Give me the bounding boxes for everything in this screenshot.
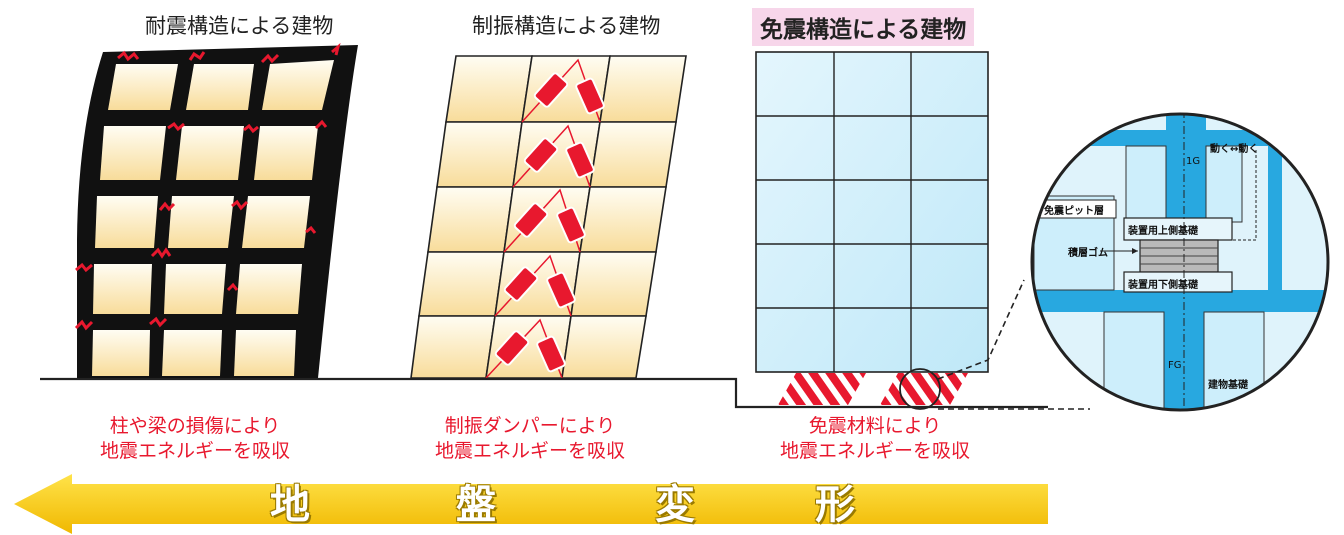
ground-deformation-arrow	[14, 474, 1048, 534]
title-damped-structure: 制振構造による建物	[472, 14, 661, 38]
lower-foundation-label: 装置用下側基礎	[1128, 280, 1198, 291]
caption-isolated-line2: 地震エネルギーを吸収	[779, 440, 970, 462]
fg-label: FG	[1168, 360, 1182, 371]
title-isolated-structure: 免震構造による建物	[752, 8, 975, 46]
caption-damped-line2: 地震エネルギーを吸収	[434, 440, 625, 462]
damped-building	[410, 55, 687, 379]
caption-isolated: 免震材料により 地震エネルギーを吸収	[740, 414, 1010, 464]
lower-foundation	[1123, 271, 1233, 293]
caption-damped-line1: 制振ダンパーにより	[444, 415, 616, 437]
caption-damped: 制振ダンパーにより 地震エネルギーを吸収	[395, 414, 665, 464]
caption-rigid: 柱や梁の損傷により 地震エネルギーを吸収	[60, 414, 330, 464]
rubber-label: 積層ゴム	[1068, 248, 1108, 259]
arrow-text-1: 地	[270, 482, 310, 528]
floor-1g-label: 1G	[1186, 156, 1201, 167]
arrow-text-2: 盤	[456, 482, 496, 528]
caption-rigid-line2: 地震エネルギーを吸収	[99, 440, 290, 462]
isolation-bearing-right	[880, 373, 968, 405]
caption-rigid-line1: 柱や梁の損傷により	[109, 415, 281, 437]
dampers	[494, 72, 605, 373]
isolation-bearing-left	[778, 373, 866, 405]
rigid-cells	[92, 60, 334, 376]
rigid-building	[74, 42, 358, 378]
upper-foundation-label: 装置用上側基礎	[1128, 226, 1198, 237]
arrow-text-3: 変	[655, 482, 695, 528]
damage-marks	[74, 42, 341, 331]
isolated-building	[755, 51, 1090, 410]
pit-layer-label: 免震ピット層	[1044, 206, 1104, 217]
detail-connector	[937, 279, 1025, 380]
detail-magnifier	[1030, 112, 1330, 412]
detail-focus-circle	[899, 368, 941, 410]
arrow-text-4: 形	[815, 482, 855, 528]
caption-isolated-line1: 免震材料により	[808, 415, 942, 437]
title-rigid-structure: 耐震構造による建物	[145, 14, 334, 38]
moves-label: 動く↔動く	[1210, 144, 1259, 155]
building-base-label: 建物基礎	[1208, 380, 1248, 391]
ground-line	[40, 377, 1048, 409]
